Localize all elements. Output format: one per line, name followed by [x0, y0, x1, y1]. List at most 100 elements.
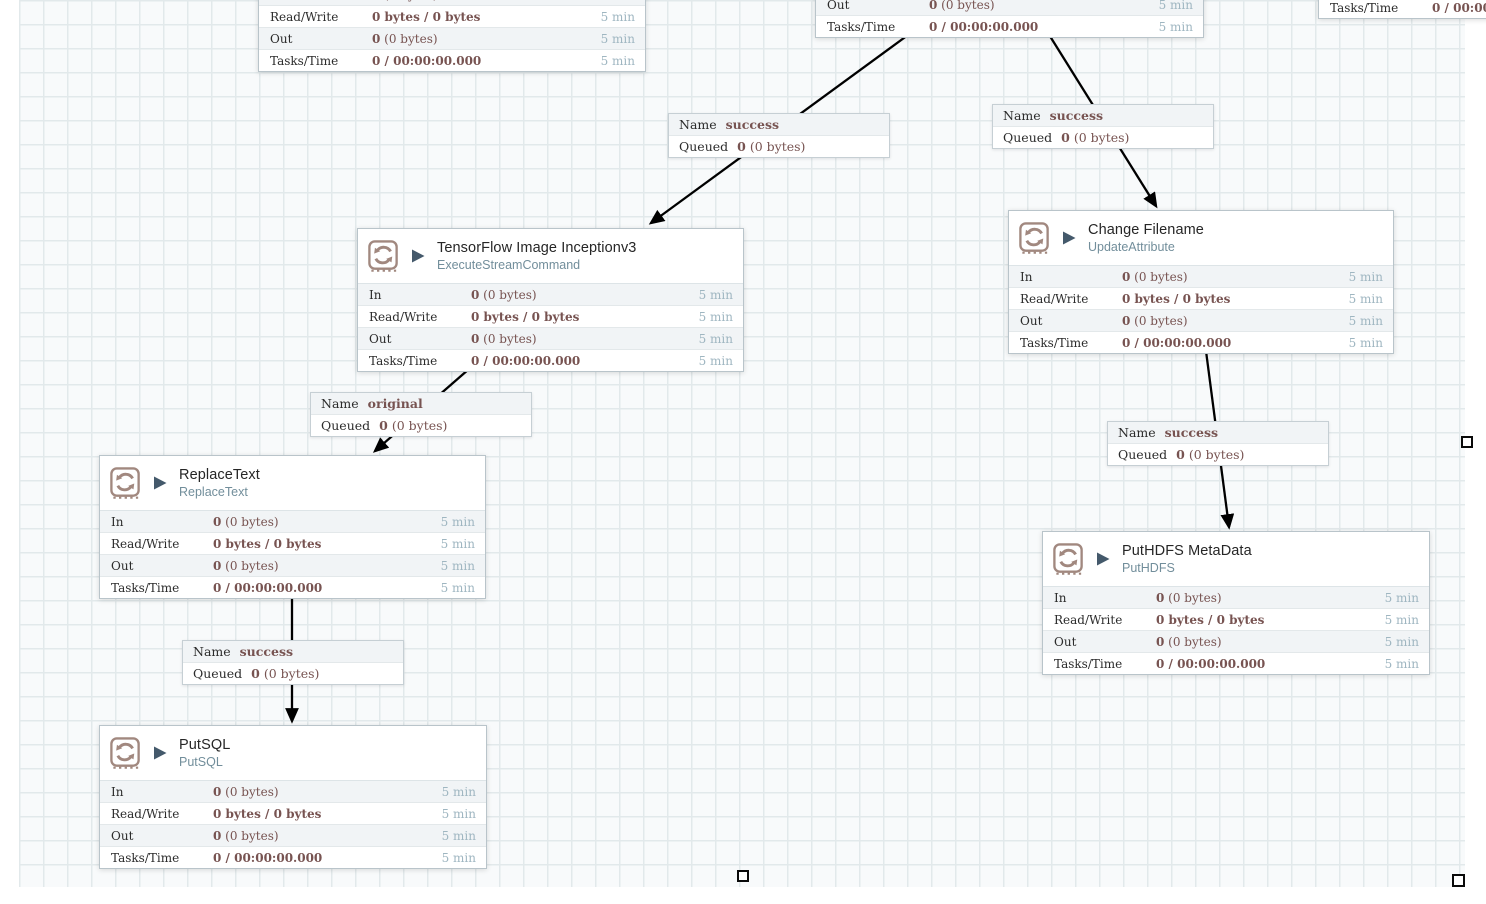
processor-stats: In 0 (0 bytes) 5 min Read/Write 0 bytes …: [100, 510, 485, 598]
connection-name-value: original: [367, 396, 423, 411]
connection-name-key: Name: [193, 644, 231, 659]
processor-puthdfs-metadata[interactable]: PutHDFS MetaData PutHDFS In 0 (0 bytes) …: [1042, 531, 1430, 675]
connection-queued-key: Queued: [193, 666, 243, 681]
connection-queued-row: Queued 0 (0 bytes): [311, 415, 531, 436]
stat-value: 0 (0 bytes): [471, 287, 537, 302]
processor-icon: [1019, 221, 1049, 254]
selection-handle-0[interactable]: [1461, 436, 1473, 448]
stat-value: 0 bytes / 0 bytes: [471, 309, 580, 324]
stat-label: In: [111, 514, 124, 529]
stat-row: Tasks/Time 0 / 00:00:00.000 5 min: [1043, 652, 1429, 674]
stat-row: Out 0 (0 bytes) 5 min: [100, 824, 486, 846]
connection-queued-row: Queued 0 (0 bytes): [993, 127, 1213, 148]
processor-stats: In 0 (0 bytes) 5 min Read/Write 0 bytes …: [100, 780, 486, 868]
stat-window: 5 min: [440, 558, 475, 573]
processor-partial-top-center[interactable]: In 0 (0 bytes) 5 min Read/Write 0 bytes …: [815, 0, 1204, 38]
stat-row: In 0 (0 bytes) 5 min: [100, 781, 486, 802]
connection-label-success-to-puthdfs[interactable]: Name success Queued 0 (0 bytes): [1107, 421, 1329, 466]
stat-window: 5 min: [1384, 634, 1419, 649]
stat-value: 0 / 00:00:00.000: [1156, 656, 1266, 671]
connection-label-success-to-putsql[interactable]: Name success Queued 0 (0 bytes): [182, 640, 404, 685]
stat-row: Tasks/Time 0 / 00:00:00.000 5 min: [100, 846, 486, 868]
processor-partial-top-right[interactable]: In 0 (0 bytes) 5 min Read/Write 0 bytes …: [1318, 0, 1486, 19]
processor-header: PutHDFS MetaData PutHDFS: [1043, 532, 1429, 586]
stat-window: 5 min: [440, 580, 475, 595]
selection-handle-1[interactable]: [737, 870, 749, 882]
connection-name-key: Name: [321, 396, 359, 411]
connection-queued-row: Queued 0 (0 bytes): [1108, 444, 1328, 465]
processor-header: ReplaceText ReplaceText: [100, 456, 485, 510]
selection-handle-2[interactable]: [1452, 874, 1465, 887]
connection-queued-value: 0 (0 bytes): [251, 666, 320, 681]
processor-change-filename[interactable]: Change Filename UpdateAttribute In 0 (0 …: [1008, 210, 1394, 354]
processor-stats: In 0 (0 bytes) 5 min Read/Write 0 bytes …: [1009, 265, 1393, 353]
stat-row: In 0 (0 bytes) 5 min: [100, 511, 485, 532]
stat-label: Tasks/Time: [111, 580, 180, 595]
stat-value: 0 / 00:00:00.000: [929, 19, 1039, 34]
stat-window: 5 min: [441, 806, 476, 821]
connection-queued-value: 0 (0 bytes): [379, 418, 448, 433]
stat-value: 0 (0 bytes): [929, 0, 995, 12]
processor-titles: ReplaceText ReplaceText: [179, 467, 260, 499]
connection-queued-key: Queued: [1003, 130, 1053, 145]
run-status-icon: [1063, 231, 1076, 245]
stat-value: 0 bytes / 0 bytes: [213, 806, 322, 821]
stat-row: Out 0 (0 bytes) 5 min: [358, 327, 743, 349]
connection-label-success-to-tensorflow[interactable]: Name success Queued 0 (0 bytes): [668, 113, 890, 158]
stat-window: 5 min: [601, 0, 645, 2]
stat-label: Out: [111, 828, 134, 843]
connection-queued-value: 0 (0 bytes): [737, 139, 806, 154]
stat-value: 0 (0 bytes): [213, 784, 279, 799]
stat-row: In 0 (0 bytes) 5 min: [259, 0, 645, 5]
stat-label: In: [259, 0, 372, 2]
stat-row: Tasks/Time 0 / 00:00:00.000 5 min: [259, 49, 645, 71]
connection-queued-key: Queued: [321, 418, 371, 433]
stat-value: 0 bytes / 0 bytes: [372, 9, 481, 24]
processor-tensorflow-image-inceptionv3[interactable]: TensorFlow Image Inceptionv3 ExecuteStre…: [357, 228, 744, 372]
run-status-icon: [412, 249, 425, 263]
run-status-icon: [154, 476, 167, 490]
stat-value: 0 / 00:00:00.000: [1432, 0, 1486, 15]
connection-queued-value: 0 (0 bytes): [1176, 447, 1245, 462]
processor-stats: In 0 (0 bytes) 5 min Read/Write 0 bytes …: [259, 0, 645, 71]
stat-value: 0 / 00:00:00.000: [471, 353, 581, 368]
processor-name: PutSQL: [179, 737, 231, 753]
processor-type: UpdateAttribute: [1088, 240, 1175, 254]
processor-putsql[interactable]: PutSQL PutSQL In 0 (0 bytes) 5 min Read/…: [99, 725, 487, 869]
processor-name: Change Filename: [1088, 222, 1204, 238]
processor-header: PutSQL PutSQL: [100, 726, 486, 780]
processor-replacetext[interactable]: ReplaceText ReplaceText In 0 (0 bytes) 5…: [99, 455, 486, 599]
stat-label: Tasks/Time: [1330, 0, 1399, 15]
stat-label: Read/Write: [1054, 612, 1123, 627]
processor-type: PutHDFS: [1122, 561, 1175, 575]
stat-value: 0 (0 bytes): [1122, 313, 1188, 328]
processor-icon: [1053, 542, 1083, 575]
processor-header: TensorFlow Image Inceptionv3 ExecuteStre…: [358, 229, 743, 283]
stat-row: Tasks/Time 0 / 00:00:00.000 5 min: [816, 15, 1203, 37]
connection-label-success-to-change-filename[interactable]: Name success Queued 0 (0 bytes): [992, 104, 1214, 149]
stat-window: 5 min: [440, 514, 475, 529]
stat-label: Tasks/Time: [111, 850, 180, 865]
stat-value: 0 (0 bytes): [471, 331, 537, 346]
stat-label: Out: [827, 0, 850, 12]
stat-label: In: [1054, 590, 1067, 605]
run-status-icon: [1097, 552, 1110, 566]
stat-window: 5 min: [600, 9, 635, 24]
stat-window: 5 min: [441, 850, 476, 865]
processor-titles: PutSQL PutSQL: [179, 737, 230, 769]
stat-window: 5 min: [1384, 656, 1419, 671]
processor-icon: [110, 736, 140, 769]
stat-value: 0 / 00:00:00.000: [372, 53, 482, 68]
connection-name-value: success: [239, 644, 294, 659]
connection-name-row: Name success: [993, 105, 1213, 127]
connection-label-original-to-replacetext[interactable]: Name original Queued 0 (0 bytes): [310, 392, 532, 437]
stat-label: Out: [1054, 634, 1077, 649]
stat-window: 5 min: [698, 287, 733, 302]
connection-name-row: Name original: [311, 393, 531, 415]
stat-row: Read/Write 0 bytes / 0 bytes 5 min: [1009, 287, 1393, 309]
connection-name-key: Name: [1118, 425, 1156, 440]
processor-stats: In 0 (0 bytes) 5 min Read/Write 0 bytes …: [816, 0, 1203, 37]
processor-partial-top-left[interactable]: In 0 (0 bytes) 5 min Read/Write 0 bytes …: [258, 0, 646, 72]
processor-titles: TensorFlow Image Inceptionv3 ExecuteStre…: [437, 240, 636, 272]
stat-value: 0 (0 bytes): [1122, 269, 1188, 284]
